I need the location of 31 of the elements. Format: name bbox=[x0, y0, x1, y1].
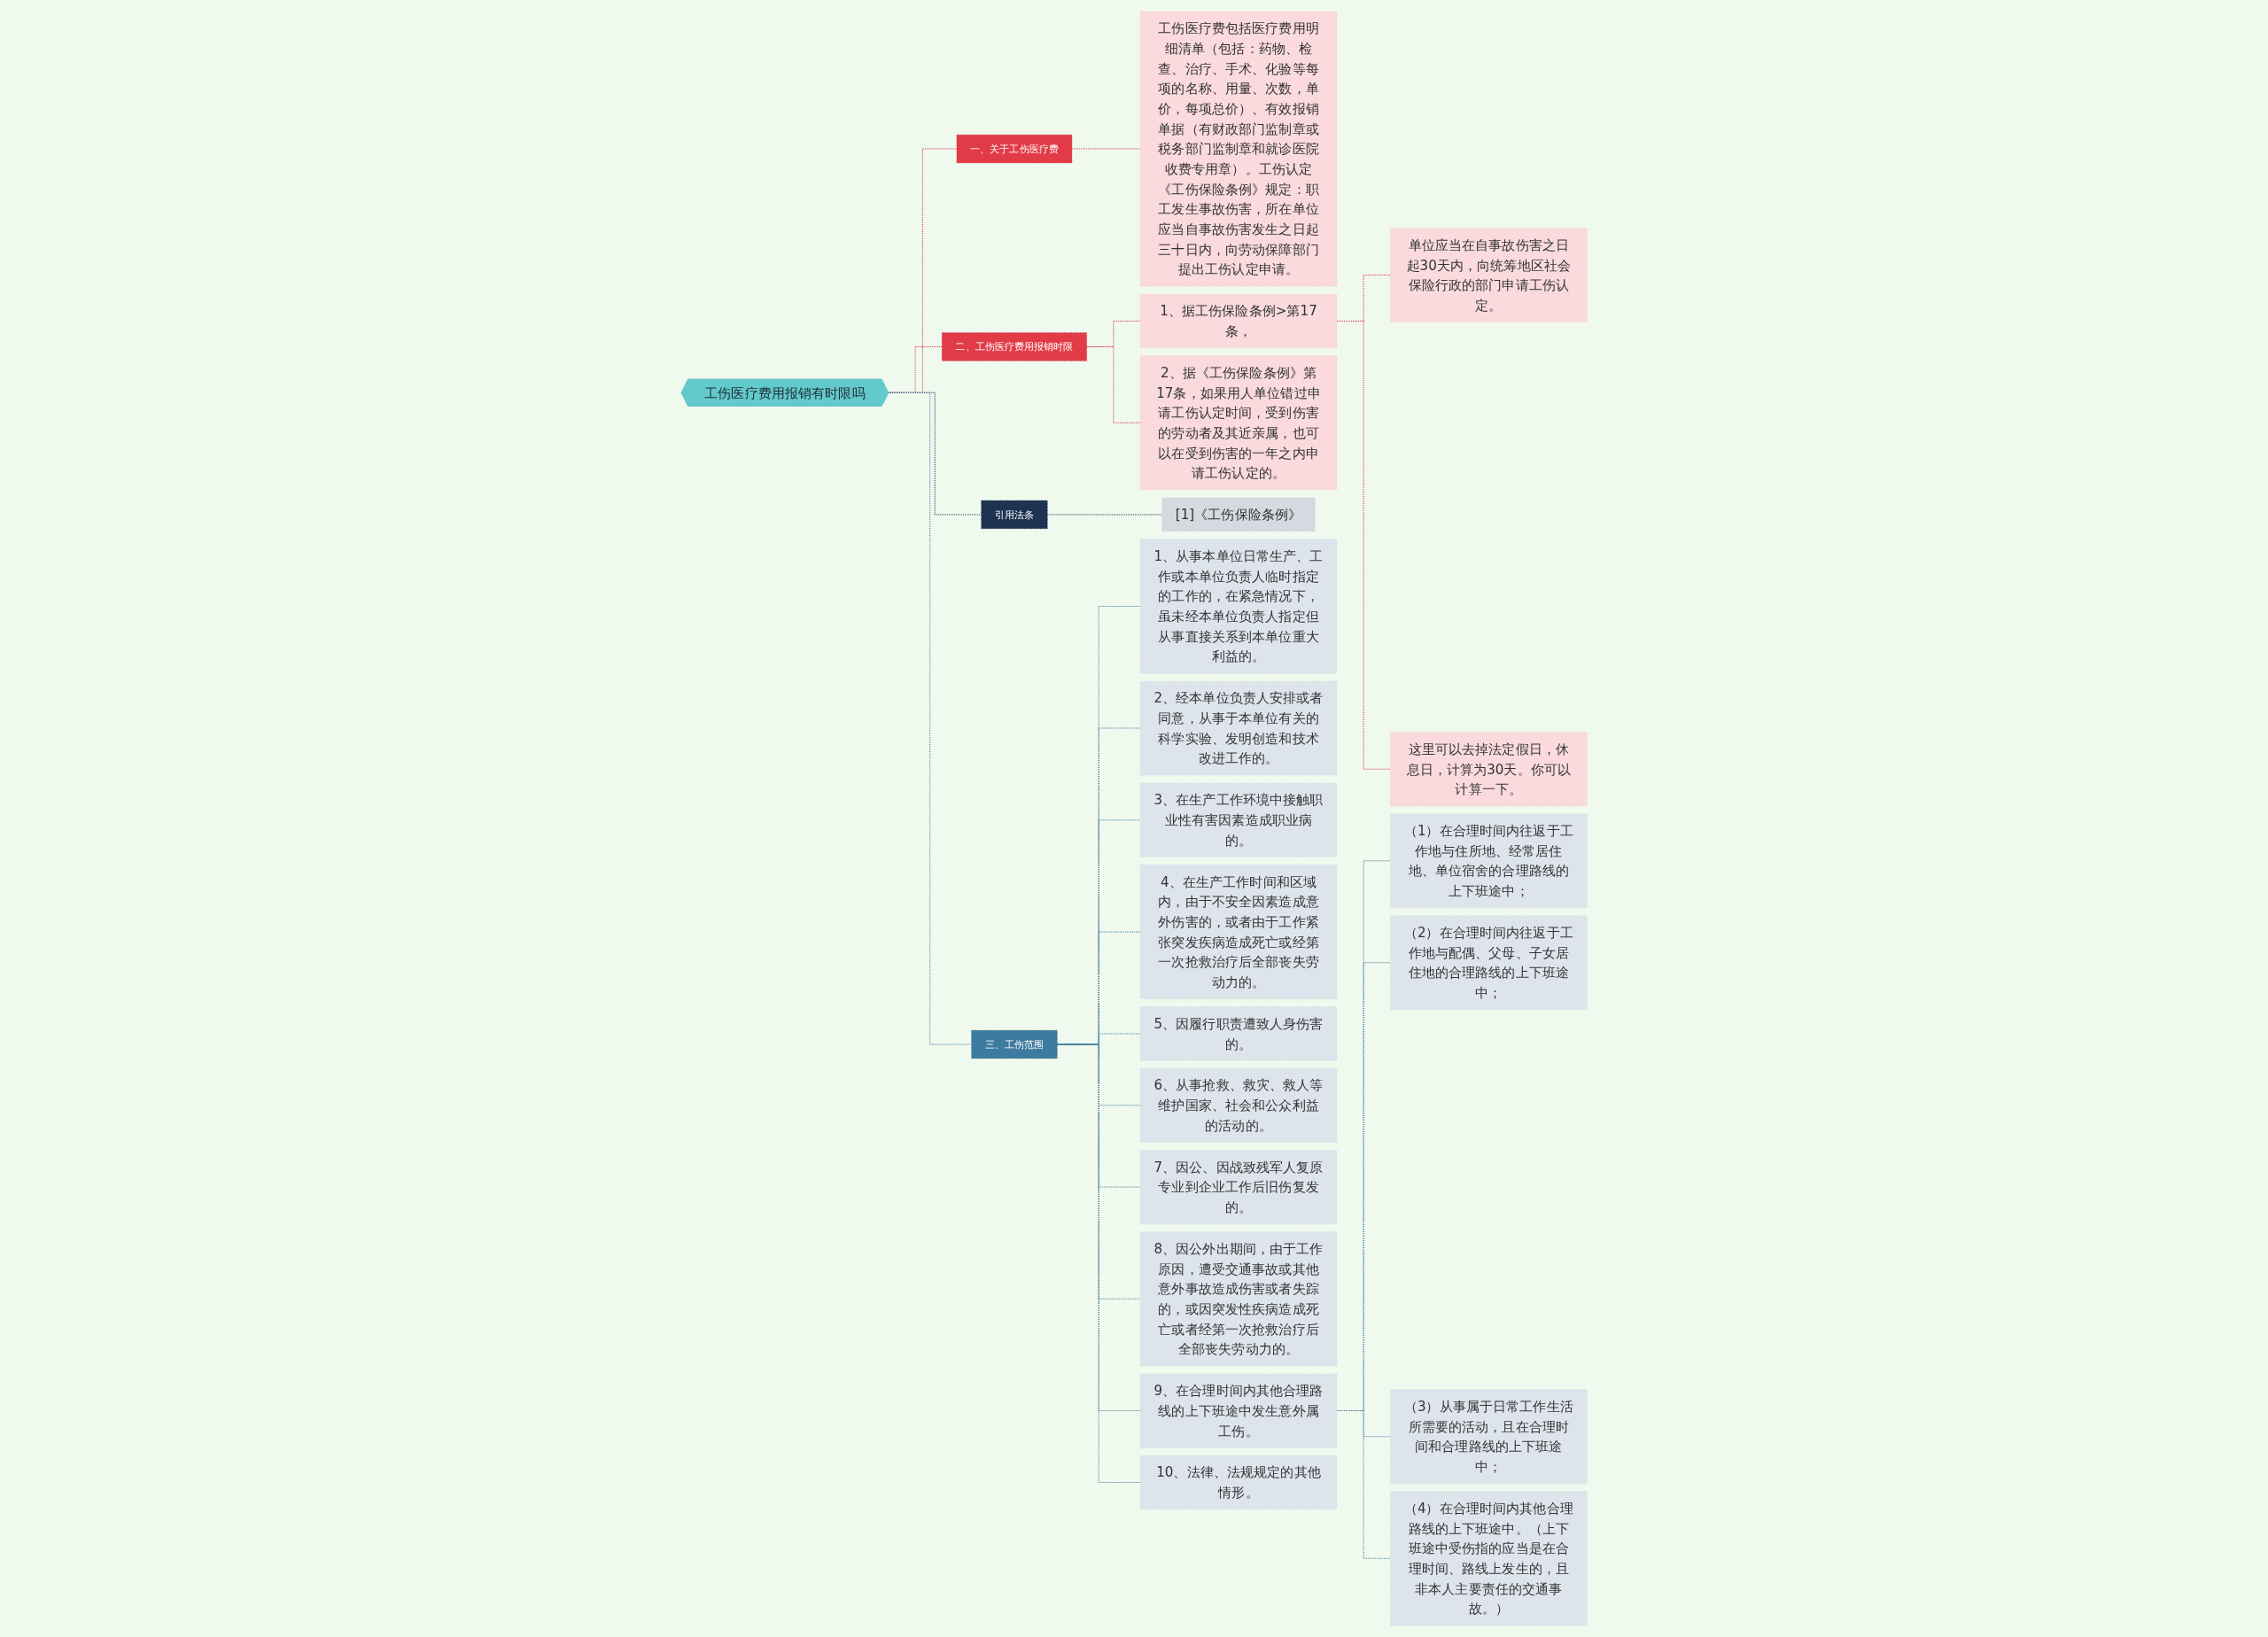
node-box: 7、因公、因战致残军人复原专业到企业工作后旧伤复发的。 bbox=[1139, 1150, 1338, 1224]
node-box: 这里可以去掉法定假日，休息日，计算为30天。你可以计算一下。 bbox=[1390, 732, 1588, 807]
node-box: 3、在生产工作环境中接触职业性有害因素造成职业病的。 bbox=[1139, 782, 1338, 857]
connector bbox=[1071, 148, 1141, 150]
node-box: 三、工伤范围 bbox=[971, 1029, 1058, 1059]
node-box: 2、经本单位负责人安排或者同意，从事于本单位有关的科学实验、发明创造和技术改进工作的。 bbox=[1139, 680, 1338, 776]
node-box: （4）在合理时间内其他合理路线的上下班途中。（上下班途中受伤指的应当是在合理时间、路线上发生的，且非本人主要责任的交通事故。） bbox=[1390, 1491, 1588, 1626]
node-box: 10、法律、法规规定的其他情形。 bbox=[1139, 1455, 1338, 1509]
node-box: 8、因公外出期间，由于工作原因，遭受交通事故或其他意外事故造成伤害或者失踪的，或因突发性疾病造成死亡或者经第一次抢救治疗后全部丧失劳动力的。 bbox=[1139, 1231, 1338, 1367]
node-box: 9、在合理时间内其他合理路线的上下班途中发生意外属工伤。 bbox=[1139, 1373, 1338, 1448]
node-box: 6、从事抢救、救灾、救人等维护国家、社会和公众利益的活动的。 bbox=[1139, 1068, 1338, 1143]
connector bbox=[888, 392, 972, 1045]
node-box: 2、据《工伤保险条例》第17条，如果用人单位错过申请工伤认定时间，受到伤害的劳动者及其近亲属，也可以在受到伤害的一年之内申请工伤认定的。 bbox=[1139, 355, 1338, 491]
node-box: （3）从事属于日常工作生活所需要的活动，且在合理时间和合理路线的上下班途中； bbox=[1390, 1389, 1588, 1484]
node-box: [1]《工伤保险条例》 bbox=[1161, 497, 1316, 532]
connector bbox=[1336, 320, 1391, 770]
node-box: 5、因履行职责遭致人身伤害的。 bbox=[1139, 1006, 1338, 1061]
node-box: 4、在生产工作时间和区域内，由于不安全因素造成意外伤害的，或者由于工作紧张突发疾病造成死亡或经第一次抢救治疗后全部丧失劳动力的。 bbox=[1139, 865, 1338, 999]
node-box: 单位应当在自事故伤害之日起30天内，向统筹地区社会保险行政的部门申请工伤认定。 bbox=[1390, 228, 1588, 322]
node-box: （2）在合理时间内往返于工作地与配偶、父母、子女居住地的合理路线的上下班途中； bbox=[1390, 915, 1588, 1010]
node-box: 二、工伤医疗费用报销时限 bbox=[941, 332, 1087, 361]
connector bbox=[1086, 346, 1141, 423]
node-box: 一、关于工伤医疗费 bbox=[956, 134, 1073, 164]
connector bbox=[1336, 1410, 1391, 1559]
node-box: 工伤医疗费包括医疗费用明细清单（包括：药物、检查、治疗、手术、化验等每项的名称、用量、次数，单价，每项总价）、有效报销单据（有财政部门监制章或税务部门监制章和就诊医院收费专用章）。工伤认定《工伤保险条例》规定：职工发生事故伤害，所在单位应当自事故伤害发生之日起三十日内，向劳动保障部门提出工伤认定申请。 bbox=[1139, 11, 1338, 287]
node-box: 1、从事本单位日常生产、工作或本单位负责人临时指定的工作的，在紧急情况下，虽未经本单位负责人指定但从事直接关系到本单位重大利益的。 bbox=[1139, 539, 1338, 674]
node-box: （1）在合理时间内往返于工作地与住所地、经常居住地、单位宿舍的合理路线的上下班途中； bbox=[1390, 813, 1588, 908]
connector bbox=[1046, 514, 1163, 516]
connector bbox=[1056, 1043, 1141, 1484]
node-box: 引用法条 bbox=[981, 500, 1048, 530]
node-box: 1、据工伤保险条例>第17条， bbox=[1139, 293, 1338, 348]
